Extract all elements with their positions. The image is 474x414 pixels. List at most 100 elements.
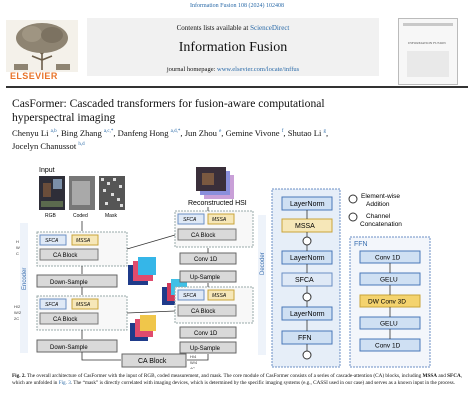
legend-concat-line2: Concatenation [360,221,402,228]
publisher-wordmark: ELSEVIER [10,71,58,81]
encoder-band [20,223,28,353]
decoder-band [258,215,266,355]
reconstructed-hsi-cube [196,167,234,199]
addition-node-3 [302,350,312,360]
addition-legend-icon [348,194,358,204]
coded-label: Coded [73,213,88,219]
elsevier-tree-logo [6,20,78,82]
addition-node-2 [302,292,312,302]
reconstructed-hsi-label: Reconstructed HSI [188,200,247,207]
author-affiliation-marker[interactable]: h,d [78,141,85,147]
caption-text-2e: . The “mask” is directly correlated with… [70,380,301,386]
author-list: Chenyu Li a,b, Bing Zhang a,c,*, Danfeng… [12,126,462,152]
dim-2c: 2C [14,316,19,321]
dim-h4: H/4 [190,354,197,359]
legend-add-line1: Element-wise [361,193,400,200]
contents-line: Contents lists available at ScienceDirec… [87,24,379,32]
dec1-ca-block: CA Block [191,233,216,239]
homepage-line: journal homepage: www.elsevier.com/locat… [87,66,379,73]
mask-label: Mask [105,213,117,219]
dim-4c: 4C [190,366,195,369]
homepage-link[interactable]: www.elsevier.com/locate/inffus [217,66,300,73]
dec-conv1d-1-label: Conv 1D [194,257,218,263]
ffn-block-label: FFN [298,335,312,342]
journal-reference[interactable]: Information Fusion 108 (2024) 102408 [190,3,284,9]
decoder-label: Decoder [260,252,266,275]
author-affiliation-marker[interactable]: e [219,129,222,134]
legend-add-line2: Addition [366,201,390,208]
caption-text-3: (e.g., CASSI used in our case) and serve… [301,380,455,386]
dec1-sfca: SFCA [183,217,197,223]
bottleneck-ca-block [121,353,187,368]
layernorm-3-label: LayerNorm [290,311,325,318]
author-name[interactable]: Shutao Li [287,127,324,138]
encoder-down-sample-1 [36,274,118,288]
contents-prefix: Contents lists available at [176,24,249,32]
ffn-step-3-label: DW Conv 3D [368,299,406,306]
ffn-detail-title: FFN [354,241,368,248]
journal-header-band [87,18,379,76]
ffn-step-4-label: GELU [380,321,398,328]
author-affiliation-marker[interactable]: a,d,* [170,129,181,134]
author-name[interactable]: Danfeng Hong [117,127,171,138]
caption-text-2d: , which are unfolded in [12,373,462,386]
caption-mssa: MSSA [422,373,437,379]
encoder-down-sample-2 [36,339,118,353]
encoder-label: Encoder [22,268,28,290]
header-rule [6,86,468,88]
decoder-conv1d-2 [179,326,237,339]
addition-node-1 [302,236,312,246]
sfca-block-label: SFCA [295,277,314,284]
feature-cube-1 [128,257,156,285]
enc1-sfca: SFCA [45,238,59,244]
caption-text-1: The overall architecture of CasFormer wi… [26,373,385,379]
dec2-mssa: MSSA [212,293,227,299]
concat-legend-icon [348,212,358,222]
enc2-mssa: MSSA [76,302,91,308]
caption-text-2a: blocks, including [385,373,422,379]
dec-up-sample-2-label: Up-Sample [190,346,221,352]
decoder-up-sample-2 [179,341,237,354]
architecture-figure: Input RGB Coded Mask Encoder SFCA MSSA C… [10,165,472,371]
layernorm-2-label: LayerNorm [290,255,325,262]
author-affiliation-marker[interactable]: a,b [50,129,57,134]
enc1-mssa: MSSA [76,238,91,244]
dec-conv1d-2-label: Conv 1D [194,331,218,337]
dec-up-sample-1-label: Up-Sample [190,275,221,281]
dim-w2: W/2 [14,310,22,315]
enc1-ca-block: CA Block [53,253,78,259]
ffn-step-1-label: Conv 1D [375,255,401,262]
enc2-sfca: SFCA [45,302,59,308]
cover-title: INFORMATION FUSION [408,41,446,45]
dim-h2: H/2 [14,304,21,309]
dim-w4: W/4 [190,360,198,365]
layernorm-1-label: LayerNorm [290,201,325,208]
article-title: CasFormer: Cascaded transformers for fus… [12,97,462,125]
figure-caption: Fig. 2. The overall architecture of CasF… [12,373,462,387]
author-affiliation-marker[interactable]: g [323,129,327,134]
dim-c: C [16,251,19,256]
author-name[interactable]: Chenyu Li [12,127,51,138]
title-line-1: CasFormer: Cascaded transformers for fus… [12,97,325,110]
feature-cube-2 [130,315,156,341]
homepage-prefix: journal homepage: [166,66,216,73]
author-affiliation-marker[interactable]: f [281,129,284,134]
author-affiliation-marker[interactable]: a,c,* [103,129,114,134]
sciencedirect-link[interactable]: ScienceDirect [250,24,290,32]
author-name[interactable]: Jocelyn Chanussot [12,140,79,151]
title-line-2: hyperspectral imaging [12,111,116,124]
caption-and: and [438,373,446,379]
down-sample-1-label: Down-Sample [50,280,88,286]
author-name[interactable]: Gemine Vivone [225,127,282,138]
dec2-ca-block: CA Block [191,309,216,315]
input-label: Input [39,167,55,174]
enc2-ca-block: CA Block [53,317,78,323]
caption-fig-link[interactable]: Fig. 3 [58,380,71,386]
mssa-block-label: MSSA [295,223,315,230]
author-name[interactable]: Jun Zhou [184,127,220,138]
dec2-sfca: SFCA [183,293,197,299]
rgb-label: RGB [45,213,57,219]
journal-cover-thumbnail[interactable] [398,18,458,85]
author-name[interactable]: Bing Zhang [60,127,104,138]
caption-prefix: Fig. 2. [12,373,26,379]
